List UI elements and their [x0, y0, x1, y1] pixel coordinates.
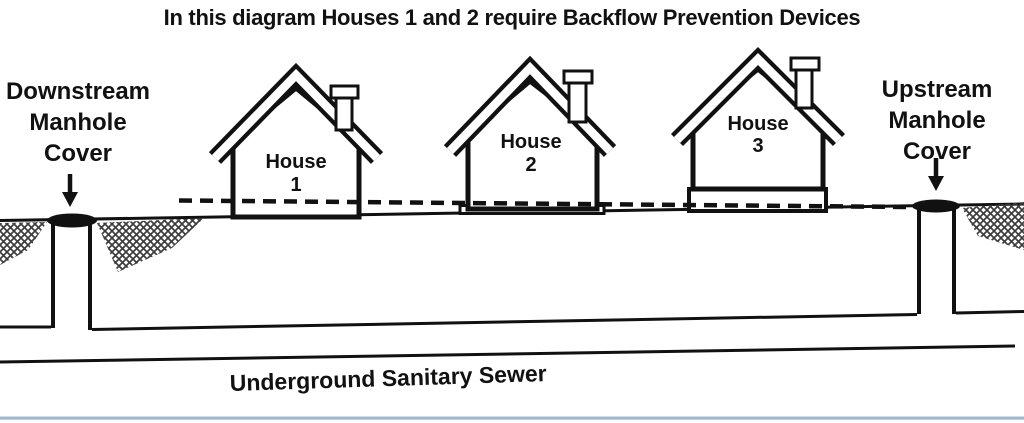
downstream-arrow-icon	[62, 174, 78, 207]
trench-top-line-middle	[91, 313, 918, 331]
upstream-label-line1: Upstream	[881, 76, 993, 103]
manhole-elevation-dashed-line	[178, 198, 912, 210]
downstream-manhole-cover	[47, 213, 97, 228]
trench-top-line-right	[955, 310, 1024, 315]
house-1-label: House	[265, 151, 326, 173]
upstream-manhole-label: Upstream Manhole Cover	[858, 74, 1016, 167]
house-2-label: House	[500, 131, 561, 153]
upstream-label-line3: Cover	[902, 138, 972, 165]
house-3-chimney	[789, 56, 821, 110]
house-3-number: 3	[752, 135, 763, 157]
bottom-border-line	[0, 416, 1024, 420]
soil-hatch-far-left	[0, 222, 47, 265]
house-2-number: 2	[525, 154, 536, 176]
upstream-label-line2: Manhole	[888, 107, 986, 134]
soil-hatch-left-of-houses	[97, 218, 204, 272]
downstream-manhole-label: Downstream Manhole Cover	[0, 76, 156, 169]
house-1-number: 1	[290, 174, 301, 196]
soil-hatch-far-right	[962, 202, 1024, 250]
sewer-label: Underground Sanitary Sewer	[229, 360, 547, 396]
house-1: House 1	[208, 62, 384, 220]
house-3-label: House	[727, 113, 788, 135]
downstream-label-line1: Downstream	[5, 78, 151, 105]
house-3-roof-inner	[673, 52, 843, 144]
house-1-chimney	[329, 84, 360, 132]
upstream-manhole-shaft	[917, 206, 956, 314]
downstream-label-line2: Manhole	[29, 109, 127, 136]
house-2: House 2	[443, 55, 617, 215]
house-2-chimney	[562, 69, 594, 124]
sewer-pipe-bottom-line	[0, 344, 1016, 364]
upstream-arrow-icon	[928, 158, 944, 191]
diagram-title: In this diagram Houses 1 and 2 require B…	[163, 5, 861, 30]
downstream-manhole-shaft	[51, 221, 92, 330]
upstream-manhole-cover	[912, 199, 960, 213]
house-3: House 3	[670, 46, 846, 213]
downstream-label-line3: Cover	[43, 140, 113, 167]
